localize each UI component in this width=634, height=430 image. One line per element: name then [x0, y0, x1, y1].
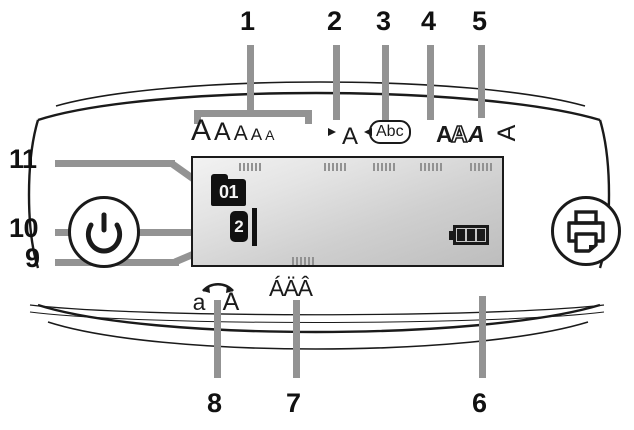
leader-bracket-1-left: [194, 110, 201, 124]
tick-mark: [324, 163, 346, 171]
battery-icon: [453, 225, 489, 245]
callout-3: 3: [376, 6, 391, 36]
svg-text:A: A: [493, 124, 521, 141]
callout-6: 6: [472, 388, 487, 418]
tick-mark: [292, 257, 314, 265]
battery-level-indicator: [449, 225, 489, 245]
leader-line-10: [55, 229, 227, 236]
text-cursor: [252, 208, 257, 246]
tick-mark: [373, 163, 395, 171]
font-size-indicator: A A A A A: [191, 116, 274, 146]
font-size-glyph-1: A: [191, 114, 212, 147]
callout-7: 7: [286, 388, 301, 418]
leader-line-5: [478, 45, 485, 118]
svg-text:A: A: [467, 121, 484, 146]
tick-mark: [420, 163, 442, 171]
line-number-indicator: 2: [230, 211, 248, 242]
svg-text:a: a: [193, 289, 206, 312]
frame-indicator: Abc: [369, 120, 411, 144]
callout-2: 2: [327, 6, 342, 36]
character-width-indicator: A: [327, 121, 373, 151]
power-button[interactable]: [68, 196, 140, 268]
svg-text:A: A: [436, 121, 452, 146]
folder-number-indicator: 01: [211, 174, 246, 206]
leader-line-8: [214, 300, 221, 378]
battery-cells: [457, 229, 485, 241]
leader-line-3: [382, 45, 389, 120]
print-button[interactable]: [551, 196, 621, 266]
callout-10: 10: [9, 213, 39, 243]
printer-icon: [567, 210, 605, 253]
svg-text:A: A: [223, 288, 240, 312]
font-size-glyph-5: A: [265, 127, 275, 143]
font-size-glyph-3: A: [233, 122, 248, 145]
callout-9: 9: [25, 243, 40, 273]
callout-4: 4: [421, 6, 436, 36]
battery-cell: [477, 229, 485, 241]
folder-number-label: 01: [218, 182, 239, 202]
accent-character-indicator: ÁÄÂ: [269, 275, 313, 301]
leader-bracket-1-right: [305, 110, 312, 124]
callout-1: 1: [240, 6, 255, 36]
folder-icon: [211, 174, 228, 181]
font-size-glyph-2: A: [214, 118, 231, 146]
font-size-glyph-4: A: [250, 125, 263, 144]
leader-line-2: [333, 45, 340, 120]
bottom-indicator-row: a A ÁÄÂ: [191, 275, 391, 317]
battery-cell: [467, 229, 475, 241]
battery-terminal: [449, 231, 454, 240]
vertical-text-indicator: A: [491, 119, 521, 151]
callout-11: 11: [9, 144, 37, 174]
leader-line-4: [427, 45, 434, 120]
leader-line-1: [247, 45, 254, 117]
leader-line-7: [293, 300, 300, 378]
svg-text:A: A: [451, 121, 467, 146]
top-indicator-row: A A A A A A Abc A A A: [191, 116, 521, 151]
text-style-indicator: A A A: [436, 120, 488, 150]
svg-text:A: A: [342, 123, 358, 147]
tick-mark: [470, 163, 492, 171]
folder-body: [211, 179, 246, 206]
battery-cell: [457, 229, 465, 241]
callout-8: 8: [207, 388, 222, 418]
leader-line-6: [479, 296, 486, 378]
tick-mark: [239, 163, 261, 171]
leader-line-11: [55, 160, 175, 167]
lcd-display: 01 2: [191, 156, 504, 267]
leader-bracket-1: [194, 110, 312, 117]
caps-mode-indicator: a A: [191, 280, 247, 316]
power-icon: [85, 212, 123, 254]
callout-5: 5: [472, 6, 487, 36]
